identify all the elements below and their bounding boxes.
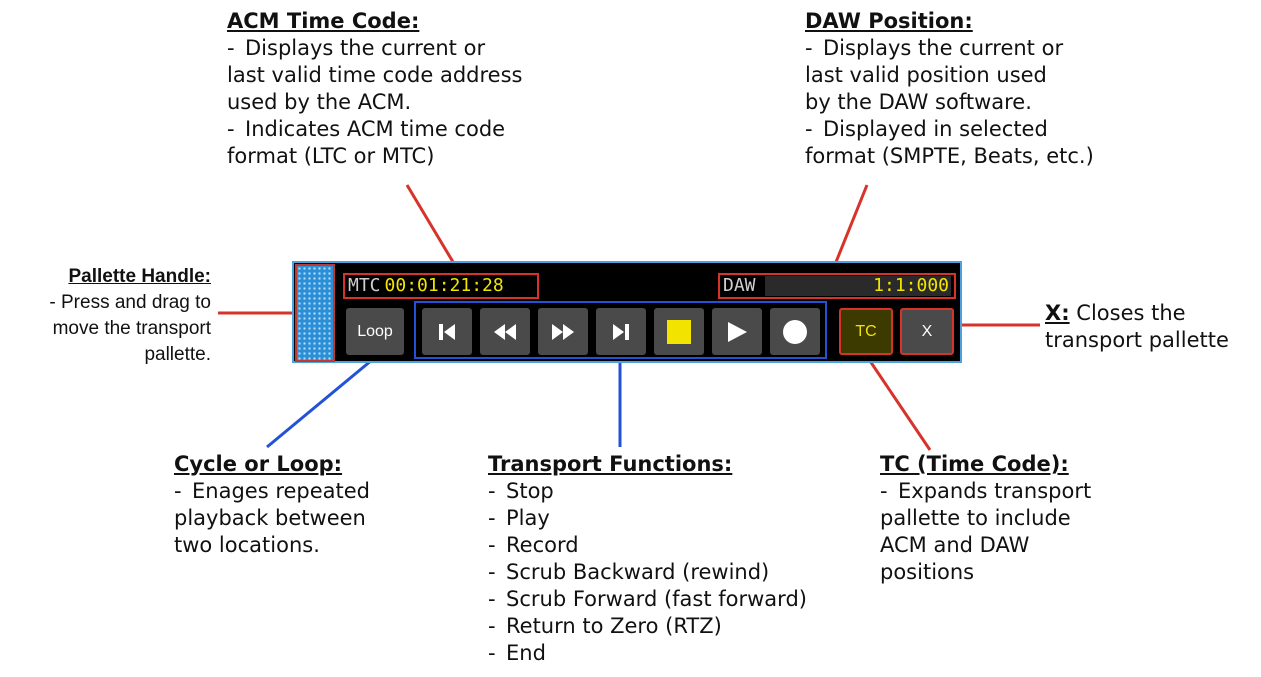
fast-forward-button[interactable]	[538, 308, 588, 355]
handle-note-title: Pallette Handle:	[68, 266, 211, 287]
transport-functions-note: Transport Functions: -Stop -Play -Record…	[488, 451, 807, 667]
daw-note-title: DAW Position:	[805, 9, 973, 33]
rtz-icon	[439, 323, 455, 340]
transport-note-item: -Stop	[488, 479, 554, 503]
daw-label: DAW	[723, 275, 756, 296]
close-note-title: X:	[1045, 301, 1070, 325]
daw-position: 1:1:000	[765, 276, 951, 296]
rtz-button[interactable]	[422, 308, 472, 355]
acm-timecode: 00:01:21:28	[384, 275, 504, 296]
daw-position-display: DAW 1:1:000	[718, 273, 956, 299]
rewind-icon	[494, 323, 516, 340]
timecode-format: MTC	[348, 275, 381, 296]
loop-note-title: Cycle or Loop:	[174, 452, 343, 476]
pallette-handle-note: Pallette Handle: - Press and drag to mov…	[49, 266, 211, 365]
rewind-button[interactable]	[480, 308, 530, 355]
loop-button[interactable]: Loop	[346, 308, 404, 355]
tc-callout-line	[864, 354, 932, 451]
transport-note-item: -Record	[488, 533, 579, 557]
transport-note-item: -Return to Zero (RTZ)	[488, 614, 722, 638]
transport-note-item: -End	[488, 641, 546, 665]
play-icon	[728, 321, 747, 342]
transport-note-title: Transport Functions:	[488, 452, 733, 476]
record-button[interactable]	[770, 308, 820, 355]
record-icon	[783, 319, 807, 344]
close-note: X: Closes the transport pallette	[1045, 301, 1229, 352]
loop-callout-line	[266, 353, 379, 449]
end-icon	[613, 323, 629, 340]
stop-button[interactable]	[654, 308, 704, 355]
tc-note-title: TC (Time Code):	[880, 452, 1069, 476]
palette-handle[interactable]	[295, 264, 335, 362]
acm-callout-line	[405, 184, 461, 273]
end-button[interactable]	[596, 308, 646, 355]
daw-callout-line	[830, 184, 869, 273]
play-button[interactable]	[712, 308, 762, 355]
acm-note-title: ACM Time Code:	[227, 9, 420, 33]
transport-note-item: -Scrub Backward (rewind)	[488, 560, 770, 584]
transport-note-item: -Scrub Forward (fast forward)	[488, 587, 807, 611]
transport-buttons-group	[414, 301, 827, 359]
close-button[interactable]: X	[900, 308, 954, 355]
tc-button[interactable]: TC	[839, 308, 893, 355]
transport-note-item: -Play	[488, 506, 550, 530]
stop-icon	[667, 319, 691, 344]
fast-forward-icon	[552, 323, 574, 340]
